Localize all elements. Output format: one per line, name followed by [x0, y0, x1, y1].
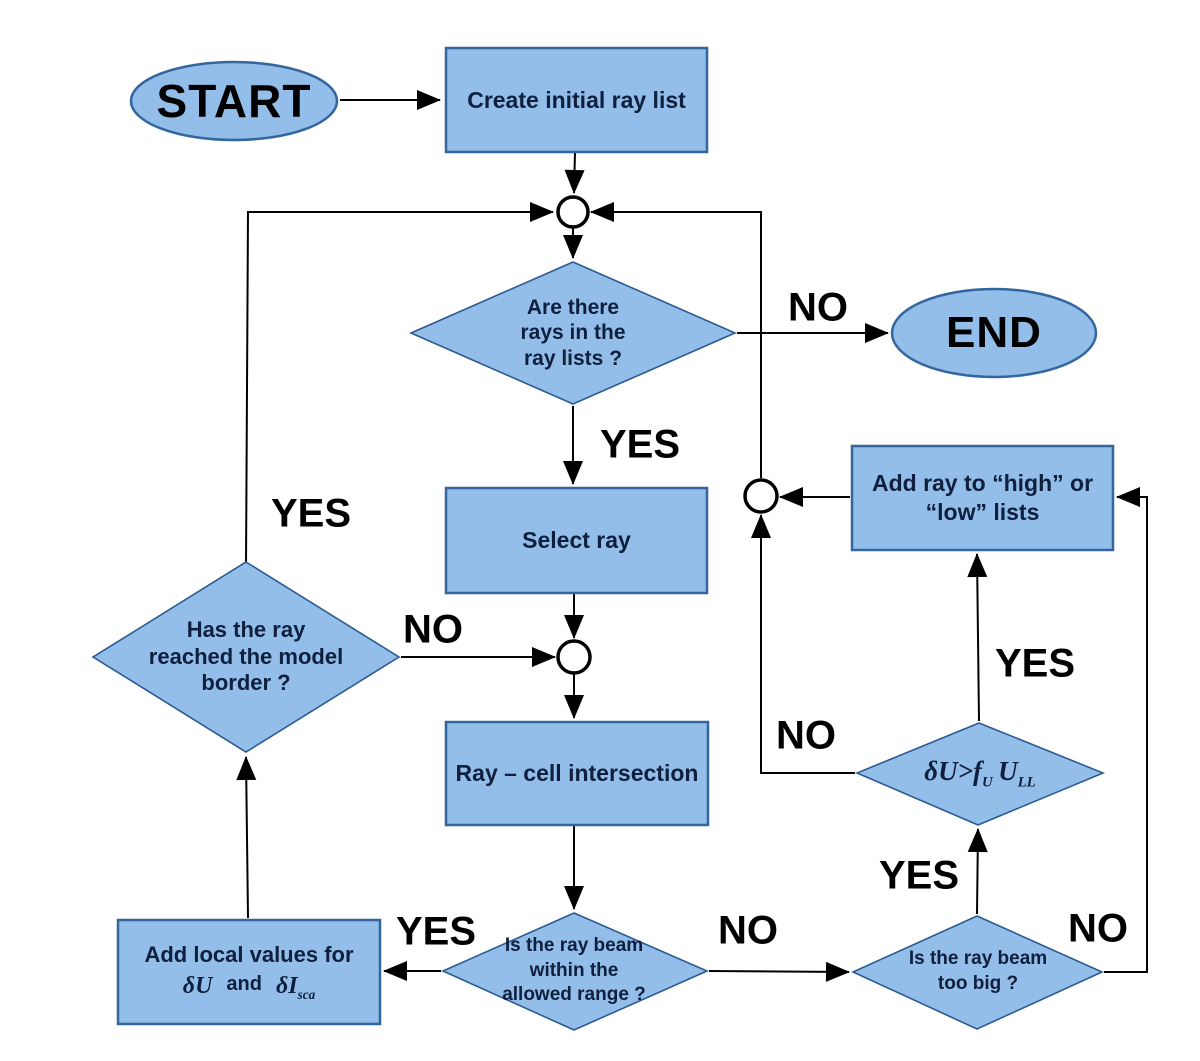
- junction-circle-middle: [556, 639, 592, 675]
- edge-border-yes-loop: [245, 202, 554, 567]
- end-terminal-shape: [890, 287, 1098, 379]
- edge-du-no-to-junction3: [751, 514, 855, 774]
- du-threshold-decision-shape: [854, 722, 1106, 826]
- edge-toobig-no-to-addray: [1104, 487, 1148, 973]
- rays-in-lists-decision-shape: [409, 261, 737, 405]
- junction-circle-top: [556, 195, 590, 229]
- beam-in-range-decision-shape: [441, 912, 709, 1031]
- edge-toobig-yes-to-du: [967, 828, 988, 915]
- add-local-values-shape: [116, 918, 382, 1026]
- edge-create-to-junction1: [564, 151, 585, 194]
- edge-addlocal-to-border-decision: [236, 756, 257, 919]
- create-ray-list-shape: [444, 46, 709, 154]
- ray-cell-intersection-shape: [444, 720, 710, 827]
- reached-border-decision-shape: [91, 561, 401, 753]
- select-ray-shape: [444, 486, 709, 595]
- edge-range-no-to-toobig: [708, 961, 850, 982]
- start-terminal-shape: [129, 60, 339, 142]
- add-ray-to-lists-shape: [850, 444, 1115, 552]
- beam-too-big-decision-shape: [851, 915, 1104, 1030]
- edge-junction3-to-junction1: [590, 202, 762, 478]
- junction-circle-right: [743, 478, 779, 514]
- edge-du-yes-to-addray: [967, 553, 988, 722]
